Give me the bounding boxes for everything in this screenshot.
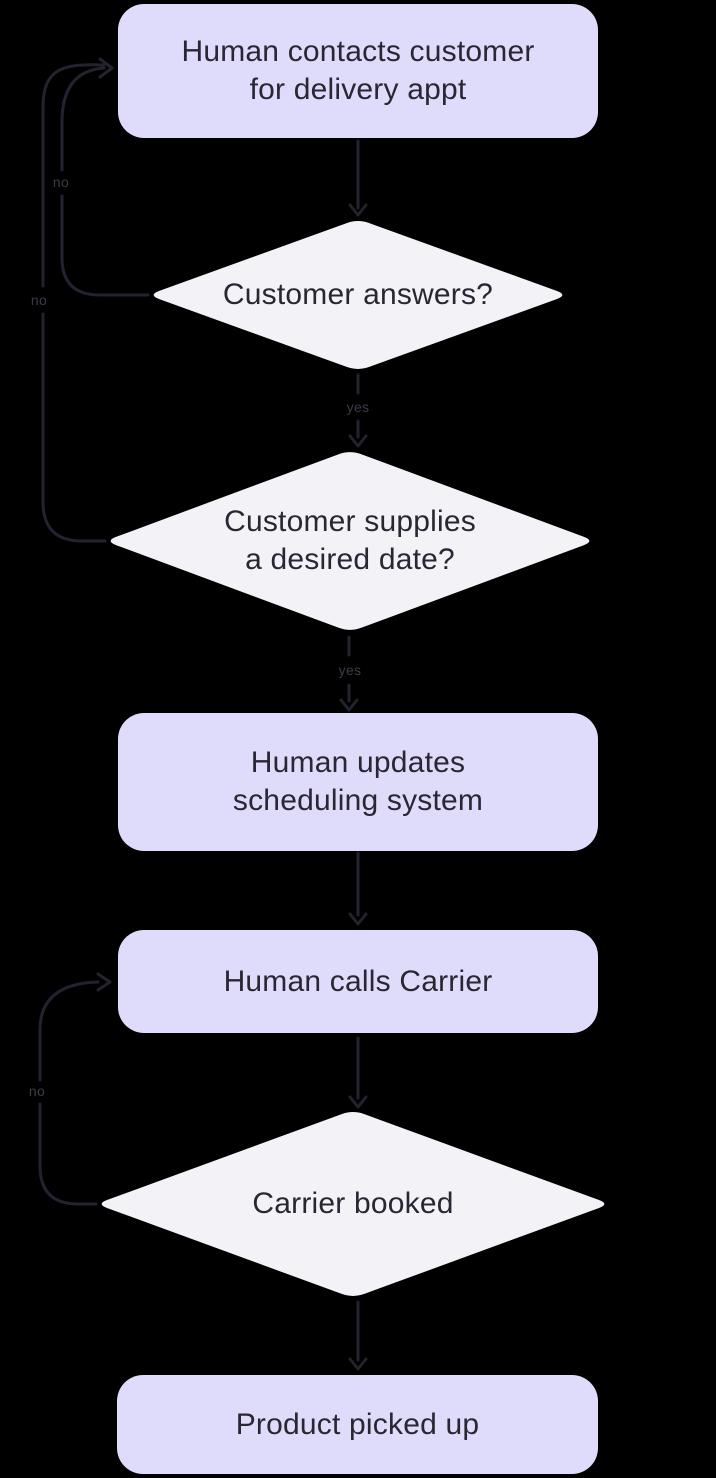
node-carrier-booked-label: Carrier booked bbox=[252, 1187, 454, 1220]
edge-no-supplies-to-contact-lower bbox=[41, 312, 107, 543]
edge-label-yes-supplies: yes bbox=[338, 662, 362, 678]
arrowhead-update-to-calls bbox=[348, 912, 368, 926]
edge-no-answers-to-contact-upper bbox=[60, 66, 106, 172]
diamond-customer-answers bbox=[153, 221, 563, 369]
arrowhead-calls-to-booked bbox=[348, 1095, 368, 1109]
arrowhead-contact-to-answers bbox=[348, 203, 368, 217]
edge-label-no-answers: no bbox=[52, 174, 70, 190]
node-supplies-date-label: Customer supplies a desired date? bbox=[224, 505, 476, 576]
edge-no-booked-to-calls-upper bbox=[38, 980, 100, 1082]
node-contact-customer: Human contacts customer for delivery app… bbox=[118, 4, 598, 138]
node-calls-carrier: Human calls Carrier bbox=[118, 930, 598, 1033]
edge-no-booked-to-calls-lower bbox=[38, 1102, 98, 1206]
edge-no-answers-to-contact-lower bbox=[60, 194, 150, 297]
arrowhead-no-loops-into-contact bbox=[98, 57, 114, 79]
edge-label-no-booked: no bbox=[28, 1083, 46, 1099]
diamond-supplies-date bbox=[110, 452, 590, 630]
node-product-picked-up: Product picked up bbox=[117, 1375, 598, 1474]
arrowhead-answers-to-supplies bbox=[348, 434, 368, 448]
edge-label-yes-answers: yes bbox=[346, 399, 370, 415]
diamond-carrier-booked bbox=[101, 1112, 605, 1296]
edge-label-no-supplies: no bbox=[30, 292, 48, 308]
edge-no-supplies-to-contact-upper bbox=[41, 63, 106, 288]
node-customer-answers-label: Customer answers? bbox=[222, 278, 494, 311]
node-update-scheduling: Human updates scheduling system bbox=[118, 713, 598, 851]
arrowhead-supplies-to-update bbox=[339, 698, 359, 712]
arrowhead-booked-to-product bbox=[348, 1357, 368, 1371]
arrowhead-no-booked-to-calls bbox=[96, 972, 112, 992]
